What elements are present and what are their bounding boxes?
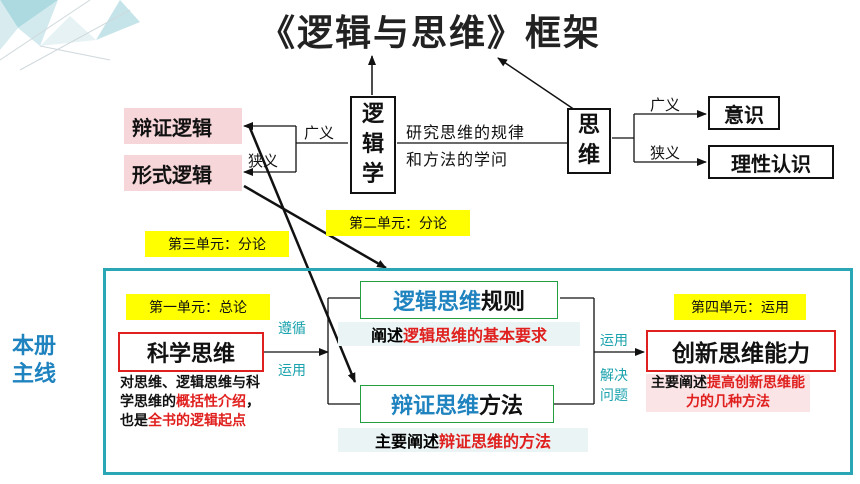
logic-rules-desc-part1: 阐述	[370, 326, 403, 345]
sci-note-part2: 概括性介绍	[176, 394, 246, 410]
logic-rules-desc-part2: 逻辑思维的基本要求	[403, 326, 548, 345]
apply-label-left: 运用	[278, 363, 306, 379]
narrow-label-right: 狭义	[650, 144, 681, 162]
dialectic-logic-box: 辩证逻辑	[124, 108, 242, 144]
consciousness-box: 意识	[708, 96, 780, 130]
narrow-label-left: 狭义	[248, 152, 279, 170]
unit3-label: 第三单元：分论	[145, 231, 289, 257]
dialectic-method-desc-part1: 主要阐述	[374, 432, 439, 451]
unit1-label: 第一单元：总论	[126, 294, 270, 320]
dialectic-method-desc-part2: 辩证思维的方法	[439, 432, 552, 451]
mainline-label-line1: 本册	[12, 334, 57, 359]
thinking-box: 思维	[567, 108, 611, 174]
logic-rules-part2: 规则	[481, 290, 526, 315]
sci-note-part4: 全书的逻辑起点	[148, 413, 246, 429]
broad-label-left: 广义	[304, 124, 335, 142]
definition-line-1: 研究思维的规律	[406, 123, 526, 142]
dialectic-method-desc: 主要阐述辩证思维的方法	[338, 428, 588, 452]
formal-logic-box: 形式逻辑	[124, 155, 242, 191]
mainline-label: 本册 主线	[12, 333, 56, 389]
dialectic-method-part1: 辩证思维	[390, 394, 479, 419]
rational-cognition-box: 理性认识	[708, 145, 834, 179]
definition-line-2: 和方法的学问	[406, 150, 509, 169]
mainline-frame	[103, 268, 853, 475]
logic-rules-desc: 阐述逻辑思维的基本要求	[338, 322, 580, 346]
solve-line1: 解决	[600, 368, 628, 384]
innov-note-part1: 主要阐述	[651, 375, 707, 391]
innovation-note: 主要阐述提高创新思维能力的几种方法	[646, 374, 810, 412]
unit2-label: 第二单元：分论	[326, 210, 470, 236]
innov-note-part2: 提高创新思维能力的几种方法	[686, 375, 805, 410]
logic-rules-box: 逻辑思维规则	[360, 281, 558, 319]
follow-label: 遵循	[278, 321, 306, 337]
apply-label-right: 运用	[600, 333, 628, 349]
broad-label-right: 广义	[650, 96, 681, 114]
logic-box: 逻辑学	[350, 96, 396, 194]
page-title: 《逻辑与思维》框架	[258, 13, 601, 54]
scientific-thinking-box: 科学思维	[118, 332, 264, 372]
dialectic-method-box: 辩证思维方法	[360, 385, 554, 423]
mainline-label-line2: 主线	[12, 362, 57, 387]
solve-line2: 问题	[600, 388, 628, 404]
dialectic-method-part2: 方法	[479, 394, 524, 419]
scientific-thinking-note: 对思维、逻辑思维与科学思维的概括性介绍，也是全书的逻辑起点	[120, 374, 268, 431]
solve-problem-label: 解决 问题	[600, 366, 628, 406]
logic-rules-part1: 逻辑思维	[392, 290, 481, 315]
innovation-ability-box: 创新思维能力	[646, 330, 836, 372]
unit4-label: 第四单元：运用	[674, 294, 806, 320]
sci-note-part1: 对思维、逻辑思维与科学思维的	[120, 375, 260, 410]
sci-note-part3: ，也是	[120, 394, 260, 429]
